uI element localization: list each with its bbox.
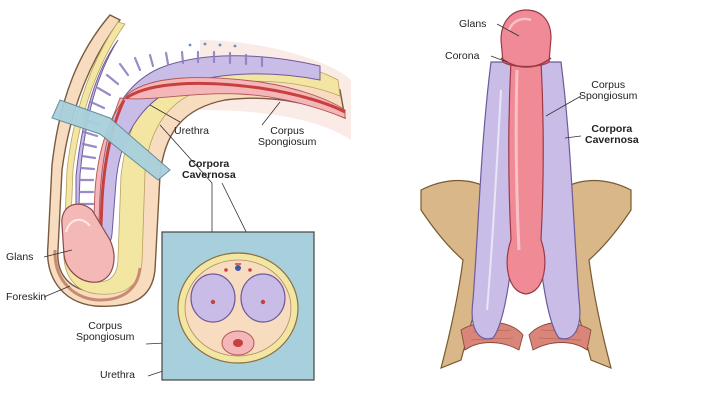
label-corpus-spongiosum-top: Corpus Spongiosum	[258, 126, 316, 148]
label-urethra-bottom: Urethra	[100, 370, 135, 381]
external-view-illustration	[351, 0, 702, 396]
label-corpus-spongiosum-right: Corpus Spongiosum	[579, 80, 637, 102]
label-glans: Glans	[6, 252, 33, 263]
sagittal-section-diagram: Urethra Corpus Spongiosum Corpora Cavern…	[0, 0, 351, 396]
label-corpora-cavernosa-right: Corpora Cavernosa	[585, 124, 639, 146]
label-urethra-top: Urethra	[174, 126, 209, 137]
external-view-diagram: Glans Corona Corpus Spongiosum Corpora C…	[351, 0, 702, 396]
label-glans-right: Glans	[459, 19, 486, 30]
label-foreskin: Foreskin	[6, 292, 46, 303]
label-corona: Corona	[445, 51, 479, 62]
label-corpus-spongiosum-bottom: Corpus Spongiosum	[76, 321, 134, 343]
label-corpora-cavernosa: Corpora Cavernosa	[182, 159, 236, 181]
sagittal-section-illustration	[0, 0, 351, 396]
